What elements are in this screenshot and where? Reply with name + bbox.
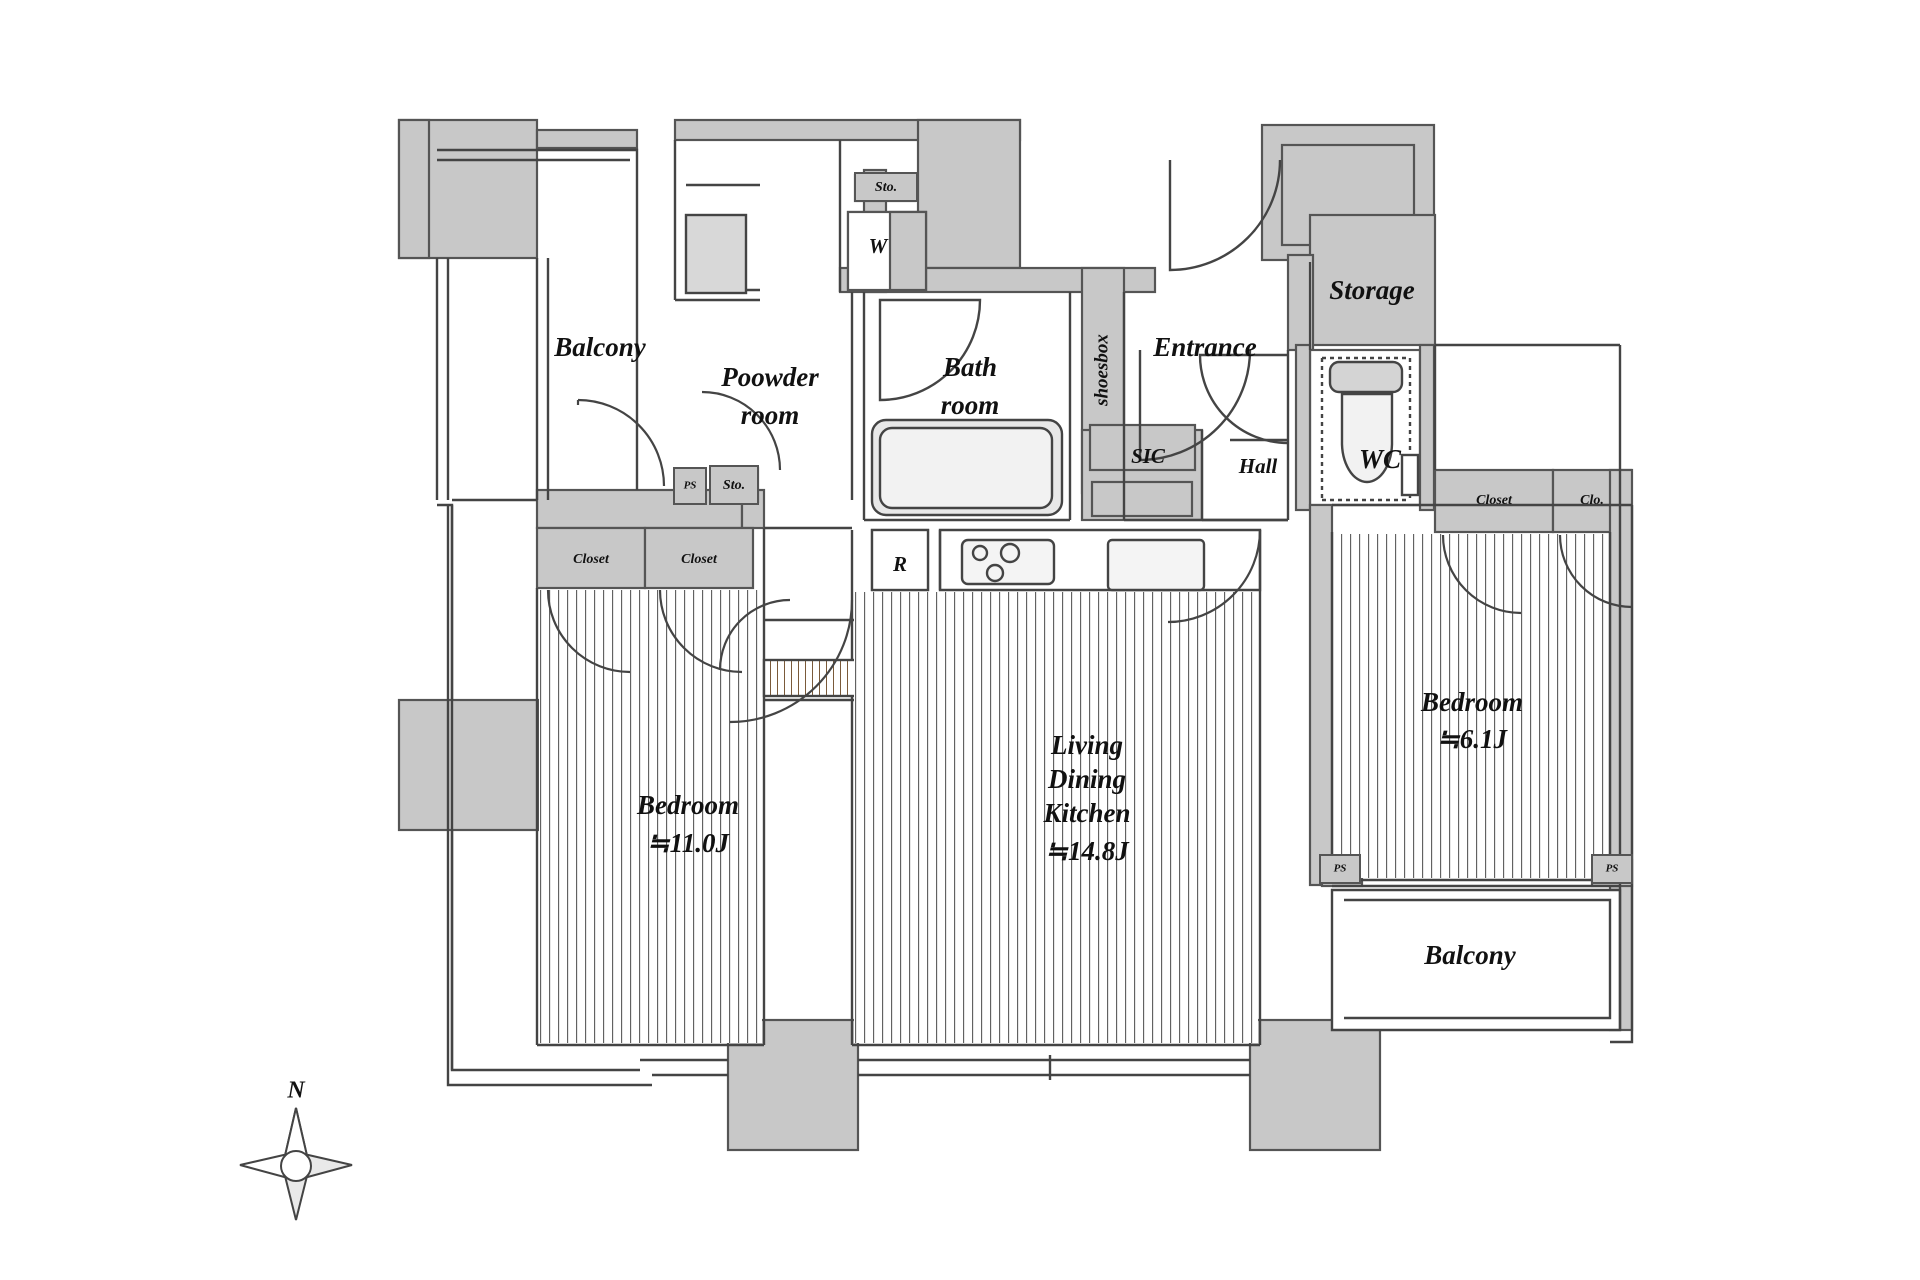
label-refrigerator: R bbox=[892, 552, 907, 576]
label-closet-right-1: Closet bbox=[1476, 493, 1513, 508]
label-storage-left: Sto. bbox=[723, 478, 745, 493]
floor-hatching bbox=[539, 534, 1608, 1043]
label-ps-right: PS bbox=[1606, 863, 1619, 875]
label-entrance: Entrance bbox=[1152, 332, 1257, 362]
label-bath-room-line1: Bath bbox=[942, 352, 997, 382]
label-closet-left-2: Closet bbox=[681, 552, 718, 567]
door-swings bbox=[546, 262, 1633, 724]
label-ps-powder: PS bbox=[684, 480, 697, 492]
label-bedroom-left-area: ≒11.0J bbox=[647, 828, 730, 858]
label-hall: Hall bbox=[1238, 454, 1278, 478]
label-closet-left-1: Closet bbox=[573, 552, 610, 567]
room-labels: Balcony Poowder room Bath room Entrance … bbox=[553, 180, 1618, 970]
label-ps-left: PS bbox=[1334, 863, 1347, 875]
label-powder-room-line1: Poowder bbox=[720, 362, 819, 392]
compass-north-label: N bbox=[286, 1078, 306, 1104]
label-closet-right-2: Clo. bbox=[1580, 493, 1604, 508]
compass-rose: N bbox=[239, 1078, 353, 1221]
label-bedroom-right-area: ≒6.1J bbox=[1437, 724, 1508, 754]
label-wc: WC bbox=[1359, 444, 1402, 474]
label-bedroom-left: Bedroom bbox=[636, 790, 739, 820]
label-ldk-line2: Dining bbox=[1047, 764, 1126, 794]
wall-outlines bbox=[435, 140, 1634, 1087]
label-balcony-left: Balcony bbox=[553, 332, 647, 362]
label-shoesbox: shoesbox bbox=[1091, 334, 1112, 407]
toilet-fixture bbox=[1328, 360, 1404, 484]
label-storage-top: Sto. bbox=[875, 180, 897, 195]
label-bedroom-right: Bedroom bbox=[1420, 687, 1523, 717]
ldk-floor bbox=[854, 592, 1258, 1043]
label-bath-room-line2: room bbox=[941, 390, 1000, 420]
label-balcony-right: Balcony bbox=[1423, 940, 1517, 970]
bedroom-left-floor bbox=[539, 590, 762, 1043]
service-boxes bbox=[673, 172, 1633, 884]
label-powder-room-line2: room bbox=[741, 400, 800, 430]
label-ldk-area: ≒14.8J bbox=[1045, 836, 1130, 866]
label-washer: W bbox=[869, 234, 889, 258]
label-ldk-line1: Living bbox=[1050, 730, 1123, 760]
label-ldk-line3: Kitchen bbox=[1042, 798, 1130, 828]
bedroom-right-floor bbox=[1334, 534, 1608, 878]
label-storage: Storage bbox=[1329, 275, 1415, 305]
label-sic: SIC bbox=[1131, 444, 1166, 468]
